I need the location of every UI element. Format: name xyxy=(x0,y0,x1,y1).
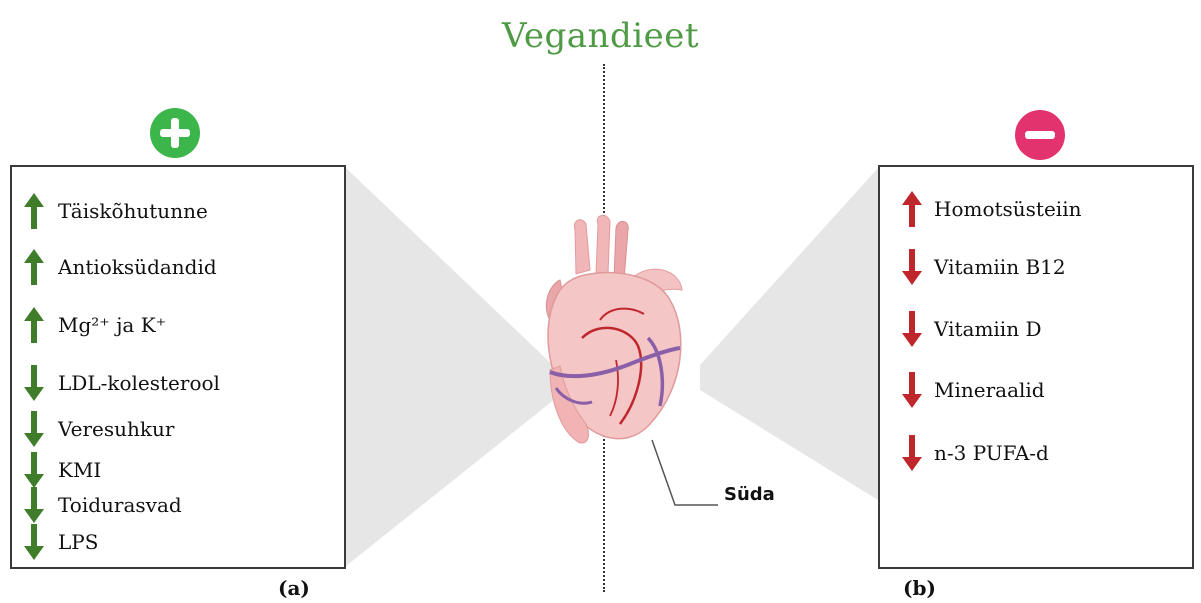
item-label: Mg²⁺ ja K⁺ xyxy=(58,314,166,336)
item-label: LPS xyxy=(58,531,98,553)
benefits-panel: Täiskõhutunne Antioksüdandid Mg²⁺ ja K⁺ … xyxy=(10,165,346,569)
down-arrow-icon xyxy=(900,311,924,347)
down-arrow-icon xyxy=(22,487,46,523)
up-arrow-icon xyxy=(22,307,46,343)
list-item: Mg²⁺ ja K⁺ xyxy=(12,305,344,345)
right-funnel xyxy=(700,168,878,500)
up-arrow-icon xyxy=(22,249,46,285)
list-item: Vitamiin B12 xyxy=(880,247,1192,287)
item-label: KMI xyxy=(58,459,101,481)
list-item: Antioksüdandid xyxy=(12,247,344,287)
heart-illustration xyxy=(520,210,700,450)
down-arrow-icon xyxy=(900,249,924,285)
risks-panel: Homotsüsteiin Vitamiin B12 Vitamiin D Mi… xyxy=(878,165,1194,569)
item-label: Antioksüdandid xyxy=(58,256,217,278)
item-label: LDL-kolesterool xyxy=(58,372,220,394)
item-label: Vitamiin D xyxy=(934,318,1041,340)
heart-label: Süda xyxy=(724,484,775,505)
up-arrow-icon xyxy=(900,191,924,227)
list-item: Vitamiin D xyxy=(880,309,1192,349)
list-item: LDL-kolesterool xyxy=(12,363,344,403)
caption-b: (b) xyxy=(903,576,936,600)
list-item: Veresuhkur xyxy=(12,409,344,449)
down-arrow-icon xyxy=(22,365,46,401)
item-label: Veresuhkur xyxy=(58,418,174,440)
up-arrow-icon xyxy=(22,193,46,229)
item-label: Mineraalid xyxy=(934,379,1045,401)
down-arrow-icon xyxy=(22,411,46,447)
list-item: Toidurasvad xyxy=(12,485,344,525)
item-label: Homotsüsteiin xyxy=(934,198,1081,220)
down-arrow-icon xyxy=(22,524,46,560)
item-label: Vitamiin B12 xyxy=(934,256,1066,278)
caption-a: (a) xyxy=(278,576,310,600)
list-item: Täiskõhutunne xyxy=(12,191,344,231)
list-item: n-3 PUFA-d xyxy=(880,433,1192,473)
down-arrow-icon xyxy=(900,372,924,408)
item-label: n-3 PUFA-d xyxy=(934,442,1049,464)
list-item: KMI xyxy=(12,450,344,490)
list-item: Homotsüsteiin xyxy=(880,189,1192,229)
item-label: Täiskõhutunne xyxy=(58,200,208,222)
minus-icon xyxy=(1015,110,1065,160)
plus-icon xyxy=(150,108,200,158)
item-label: Toidurasvad xyxy=(58,494,182,516)
down-arrow-icon xyxy=(900,435,924,471)
list-item: Mineraalid xyxy=(880,370,1192,410)
list-item: LPS xyxy=(12,522,344,562)
down-arrow-icon xyxy=(22,452,46,488)
diagram-title: Vegandieet xyxy=(0,16,1201,56)
